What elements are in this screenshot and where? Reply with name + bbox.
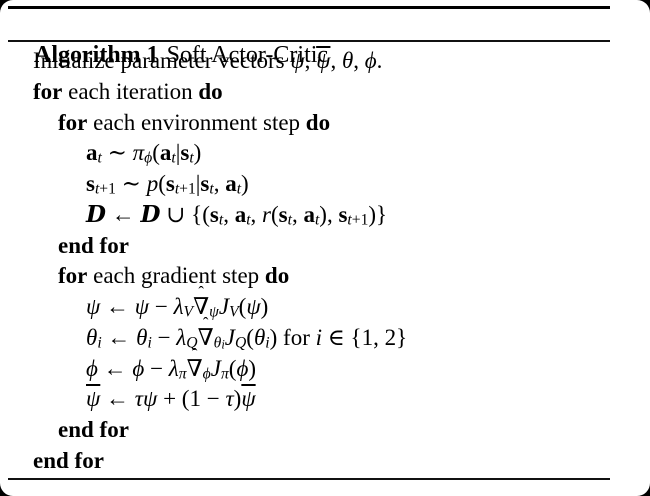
nabla-hat-symbol: ˆ∇ xyxy=(186,344,203,381)
algorithm-line-6: D ← D ∪ {(st, at, r(st, at), st+1)} xyxy=(86,200,388,229)
nabla-hat-symbol: ˆ∇ xyxy=(197,314,214,350)
algorithm-line-1: Initialize parameter vectors ψ, ψ, θ, ϕ. xyxy=(33,48,383,73)
algorithm-line-5: st+1 ∼ p(st+1|st, at) xyxy=(86,171,249,198)
header-rule xyxy=(8,40,610,42)
algorithm-line-7: end for xyxy=(58,232,129,258)
algorithm-line-4: at ∼ πϕ(at|st) xyxy=(86,140,202,167)
algorithm-line-12: ψ ← τψ + (1 − τ)ψ xyxy=(86,386,256,412)
algorithm-line-2: for each iteration do xyxy=(33,78,223,104)
algorithm-line-8: for each gradient step do xyxy=(58,263,290,289)
algorithm-label: Algorithm 1 xyxy=(34,42,159,68)
algorithm-line-13: end for xyxy=(58,417,129,442)
nabla-hat-symbol: ˆ∇ xyxy=(193,283,210,319)
algorithm-body: Initialize parameter vectors ψ, ψ, θ, ϕ.… xyxy=(10,46,644,477)
top-rule xyxy=(8,6,610,9)
algorithm-line-3: for each environment step do xyxy=(58,109,331,135)
algorithm-line-14: end for xyxy=(33,447,104,473)
bottom-rule xyxy=(8,478,610,480)
algorithm-title: Soft Actor-Critic xyxy=(166,42,329,68)
algorithm-header: Algorithm 1 Soft Actor-Critic xyxy=(10,9,328,102)
